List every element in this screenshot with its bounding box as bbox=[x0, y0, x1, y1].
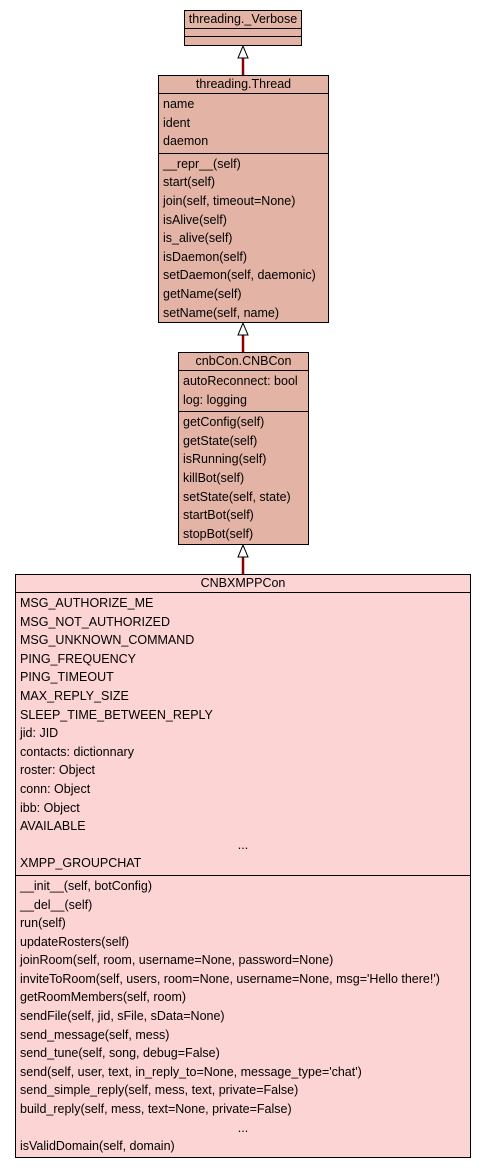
attribute-item: ibb: Object bbox=[20, 800, 80, 815]
method-item: send_tune(self, song, debug=False) bbox=[20, 1046, 220, 1061]
attribute-item: conn: Object bbox=[20, 781, 91, 796]
arrow-thread-to-verbose bbox=[237, 44, 249, 75]
attribute-item: daemon bbox=[163, 134, 209, 149]
class-thread-title: threading.Thread bbox=[159, 76, 328, 94]
attribute-item: PING_TIMEOUT bbox=[20, 670, 114, 685]
method-item: getName(self) bbox=[163, 286, 242, 301]
class-verbose-title: threading._Verbose bbox=[185, 11, 301, 29]
method-item: __init__(self, botConfig) bbox=[20, 878, 153, 893]
attribute-item: contacts: dictionnary bbox=[20, 744, 134, 759]
class-xmpp-title: CNBXMPPCon bbox=[16, 575, 470, 593]
attribute-item: PING_FREQUENCY bbox=[20, 651, 136, 666]
class-cnbcon-methods: getConfig(self) getState(self) isRunning(s… bbox=[179, 412, 308, 545]
method-item: isAlive(self) bbox=[163, 212, 227, 227]
attribute-item: MSG_AUTHORIZE_ME bbox=[20, 596, 154, 610]
attribute-item: AVAILABLE bbox=[20, 819, 86, 834]
attribute-item: roster: Object bbox=[20, 763, 96, 778]
attribute-item: MAX_REPLY_SIZE bbox=[20, 688, 129, 703]
class-cnbcon: cnbCon.CNBCon autoReconnect: bool log: lo… bbox=[178, 352, 309, 545]
method-item: sendFile(self, jid, sFile, sData=None) bbox=[20, 1009, 225, 1024]
method-item: run(self) bbox=[20, 916, 66, 931]
method-item: join(self, timeout=None) bbox=[163, 193, 296, 208]
class-thread: threading.Thread name ident daemon __repr_… bbox=[158, 75, 329, 323]
method-item: killBot(self) bbox=[183, 470, 245, 485]
method-item: joinRoom(self, room, username=None, pass… bbox=[20, 953, 334, 968]
attribute-item: ident bbox=[163, 115, 191, 130]
method-item: isDaemon(self) bbox=[163, 249, 248, 264]
method-item: getState(self) bbox=[183, 433, 258, 448]
class-verbose-attributes bbox=[185, 29, 301, 37]
arrow-xmpp-to-cnbcon bbox=[237, 543, 249, 574]
class-cnbcon-attributes: autoReconnect: bool log: logging bbox=[179, 371, 308, 413]
class-thread-attributes: name ident daemon bbox=[159, 94, 328, 154]
method-item: send_message(self, mess) bbox=[20, 1027, 170, 1042]
arrow-cnbcon-to-thread bbox=[237, 321, 249, 352]
method-item: setName(self, name) bbox=[163, 305, 280, 320]
method-item: __repr__(self) bbox=[163, 156, 241, 171]
class-xmpp: CNBXMPPCon MSG_AUTHORIZE_ME MSG_NOT_AUTHO… bbox=[15, 574, 471, 1158]
method-item: send(self, user, text, in_reply_to=None,… bbox=[20, 1064, 362, 1079]
method-item: is_alive(self) bbox=[163, 231, 233, 246]
attribute-item: XMPP_GROUPCHAT bbox=[20, 856, 142, 871]
attribute-item: jid: JID bbox=[20, 726, 59, 741]
class-verbose: threading._Verbose bbox=[184, 10, 302, 46]
method-item: setState(self, state) bbox=[183, 489, 291, 504]
ellipsis-row: ... bbox=[237, 837, 249, 852]
method-item: __del__(self) bbox=[20, 897, 93, 912]
method-item: stopBot(self) bbox=[183, 526, 254, 541]
ellipsis-row: ... bbox=[237, 1120, 249, 1135]
method-item: getRoomMembers(self, room) bbox=[20, 990, 187, 1005]
method-item: getConfig(self) bbox=[183, 415, 265, 430]
method-item: send_simple_reply(self, mess, text, priv… bbox=[20, 1083, 299, 1098]
class-verbose-methods bbox=[185, 37, 301, 44]
method-item: isRunning(self) bbox=[183, 452, 267, 467]
method-item: startBot(self) bbox=[183, 508, 254, 523]
method-item: build_reply(self, mess, text=None, priva… bbox=[20, 1102, 292, 1117]
method-item: setDaemon(self, daemonic) bbox=[163, 268, 316, 283]
attribute-item: SLEEP_TIME_BETWEEN_REPLY bbox=[20, 707, 213, 722]
attribute-item: name bbox=[163, 97, 195, 111]
attribute-item: autoReconnect: bool bbox=[183, 374, 298, 388]
class-xmpp-methods: __init__(self, botConfig) __del__(self)ru… bbox=[16, 876, 470, 1158]
attribute-item: log: logging bbox=[183, 392, 247, 407]
method-item: updateRosters(self) bbox=[20, 934, 130, 949]
class-cnbcon-title: cnbCon.CNBCon bbox=[179, 353, 308, 371]
method-item: isValidDomain(self, domain) bbox=[20, 1139, 175, 1154]
class-xmpp-attributes: MSG_AUTHORIZE_ME MSG_NOT_AUTHORIZED MSG_UN… bbox=[16, 593, 470, 876]
attribute-item: MSG_NOT_AUTHORIZED bbox=[20, 614, 171, 629]
method-item: start(self) bbox=[163, 175, 216, 190]
method-item: inviteToRoom(self, users, room=None, use… bbox=[20, 971, 440, 986]
class-thread-methods: __repr__(self) start(self) join(self, time… bbox=[159, 154, 328, 324]
attribute-item: MSG_UNKNOWN_COMMAND bbox=[20, 633, 195, 648]
